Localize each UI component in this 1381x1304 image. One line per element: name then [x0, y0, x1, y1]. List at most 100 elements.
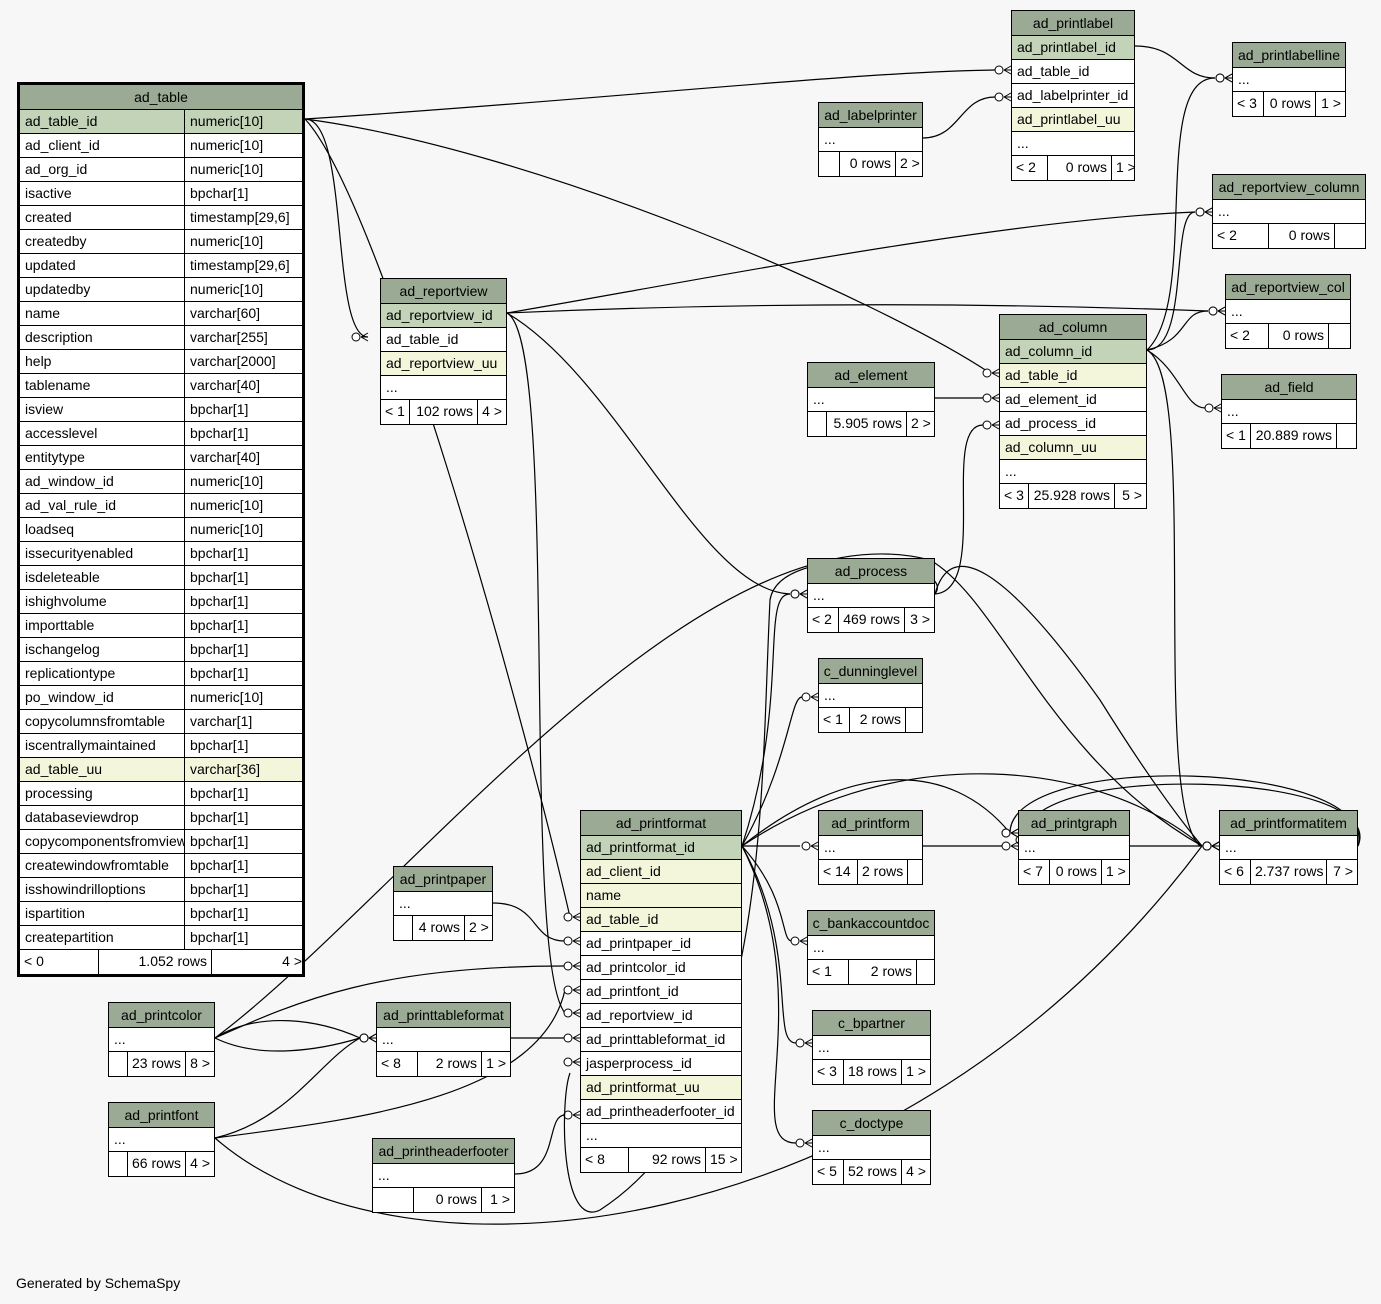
- parents-count[interactable]: [394, 916, 412, 940]
- parents-count[interactable]: [109, 1052, 127, 1076]
- column-row[interactable]: ad_client_id: [581, 860, 741, 884]
- column-row[interactable]: ...: [808, 388, 934, 412]
- children-count[interactable]: 1 >: [481, 1188, 514, 1212]
- children-count[interactable]: 1 >: [1101, 860, 1129, 884]
- column-row[interactable]: ...: [819, 836, 922, 860]
- column-row[interactable]: jasperprocess_id: [581, 1052, 741, 1076]
- parents-count[interactable]: < 7: [1023, 863, 1043, 879]
- table-header[interactable]: ad_process: [808, 559, 934, 584]
- column-row[interactable]: ad_reportview_uu: [381, 352, 506, 376]
- table-header[interactable]: c_bankaccountdoc: [808, 911, 934, 936]
- column-row[interactable]: ...: [1226, 300, 1350, 324]
- column-row[interactable]: ad_printlabel_uu: [1012, 108, 1134, 132]
- column-row[interactable]: ad_reportview_id: [581, 1004, 741, 1028]
- table-header[interactable]: ad_printheaderfooter: [373, 1139, 514, 1164]
- children-count[interactable]: 2 >: [906, 412, 934, 436]
- table-header[interactable]: ad_reportview_column: [1213, 175, 1365, 200]
- parents-count[interactable]: < 14: [823, 863, 851, 879]
- children-count[interactable]: 4 >: [185, 1152, 214, 1176]
- parents-count[interactable]: < 6: [1224, 863, 1244, 879]
- column-row[interactable]: ...: [1233, 68, 1345, 92]
- table-header[interactable]: ad_printgraph: [1019, 811, 1129, 836]
- column-row[interactable]: ...: [819, 128, 922, 152]
- parents-count[interactable]: [109, 1152, 127, 1176]
- table-header[interactable]: ad_field: [1222, 375, 1356, 400]
- parents-count[interactable]: < 1: [1226, 427, 1246, 443]
- column-row[interactable]: ...: [1012, 132, 1134, 156]
- column-row[interactable]: ...: [1000, 460, 1146, 484]
- parents-count[interactable]: < 3: [1237, 95, 1257, 111]
- column-row[interactable]: ad_process_id: [1000, 412, 1146, 436]
- column-row[interactable]: name: [581, 884, 741, 908]
- column-row[interactable]: ad_table_id: [581, 908, 741, 932]
- children-count[interactable]: [905, 708, 922, 732]
- column-row[interactable]: ...: [109, 1028, 214, 1052]
- children-count[interactable]: 3 >: [904, 608, 934, 632]
- column-row[interactable]: ...: [381, 376, 506, 400]
- table-header[interactable]: ad_printformatitem: [1220, 811, 1357, 836]
- children-count[interactable]: [916, 960, 934, 984]
- children-count[interactable]: 4 >: [477, 400, 506, 424]
- column-row[interactable]: ...: [581, 1124, 741, 1148]
- parents-count[interactable]: < 2: [1217, 227, 1237, 243]
- column-row[interactable]: ...: [1019, 836, 1129, 860]
- parents-count[interactable]: [373, 1188, 413, 1212]
- parents-count[interactable]: < 2: [1016, 159, 1036, 175]
- children-count[interactable]: 1 >: [1315, 92, 1345, 116]
- column-row[interactable]: ...: [808, 936, 934, 960]
- column-row[interactable]: ad_column_uu: [1000, 436, 1146, 460]
- table-header[interactable]: ad_reportview: [381, 279, 506, 304]
- table-header[interactable]: c_bpartner: [813, 1011, 930, 1036]
- table-header[interactable]: ad_element: [808, 363, 934, 388]
- table-header[interactable]: ad_printlabelline: [1233, 43, 1345, 68]
- table-header[interactable]: ad_printcolor: [109, 1003, 214, 1028]
- parents-count[interactable]: < 1: [812, 963, 832, 979]
- children-count[interactable]: 2 >: [464, 916, 492, 940]
- table-header[interactable]: c_doctype: [813, 1111, 930, 1136]
- column-row[interactable]: ad_printformat_id: [581, 836, 741, 860]
- column-row[interactable]: ...: [813, 1136, 930, 1160]
- column-row[interactable]: ad_labelprinter_id: [1012, 84, 1134, 108]
- column-row[interactable]: ...: [373, 1164, 514, 1188]
- parents-count[interactable]: < 3: [1004, 487, 1024, 503]
- children-count[interactable]: 8 >: [185, 1052, 214, 1076]
- column-row[interactable]: ad_table_id: [381, 328, 506, 352]
- children-count[interactable]: 2 >: [895, 152, 922, 176]
- children-count[interactable]: [907, 860, 922, 884]
